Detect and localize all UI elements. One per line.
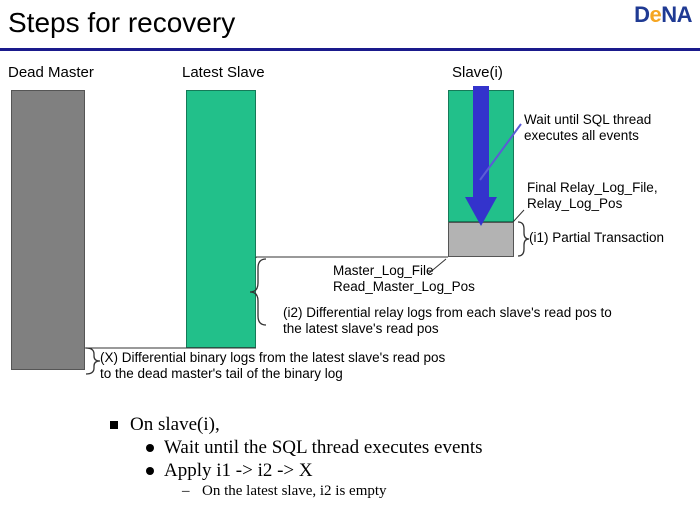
bullet-apply-order: Apply i1 -> i2 -> X <box>144 459 483 482</box>
bar-latest-slave <box>186 90 256 348</box>
page-title: Steps for recovery <box>8 7 236 38</box>
brace-partial-transaction <box>517 221 530 257</box>
annotation-x-line1: (X) Differential binary logs from the la… <box>100 350 446 365</box>
column-caption-dead-master: Dead Master <box>8 64 94 81</box>
title-divider <box>0 48 700 51</box>
annotation-wait-sql-line1: Wait until SQL thread <box>524 112 652 127</box>
column-caption-latest-slave: Latest Slave <box>182 64 265 81</box>
leader-final-relay <box>512 209 525 223</box>
dena-logo: DeNA <box>634 2 692 28</box>
brace-x <box>85 347 101 375</box>
logo-part-d: D <box>634 2 650 27</box>
annotation-master-log-line2: Read_Master_Log_Pos <box>333 279 475 294</box>
annotation-wait-sql-line2: executes all events <box>524 128 639 143</box>
bullet-latest-slave-note: On the latest slave, i2 is empty <box>182 482 483 501</box>
bullet-on-slave-i: On slave(i), <box>108 413 483 436</box>
bullet-list: On slave(i), Wait until the SQL thread e… <box>108 413 483 501</box>
annotation-x: (X) Differential binary logs from the la… <box>100 350 445 382</box>
bar-dead-master <box>11 90 85 370</box>
annotation-partial-transaction: (i1) Partial Transaction <box>529 230 665 245</box>
annotation-i2-line2: the latest slave's read pos <box>283 321 439 336</box>
annotation-final-relay-line2: Relay_Log_Pos <box>527 196 623 211</box>
annotation-i2: (i2) Differential relay logs from each s… <box>283 305 612 337</box>
annotation-master-log-line1: Master_Log_File <box>333 263 434 278</box>
annotation-final-relay-line1: Final Relay_Log_File, <box>527 180 658 195</box>
annotation-master-log: Master_Log_File Read_Master_Log_Pos <box>333 263 475 295</box>
column-caption-slave-i: Slave(i) <box>452 64 503 81</box>
annotation-final-relay: Final Relay_Log_File, Relay_Log_Pos <box>527 180 658 212</box>
bar-slave-i-applied <box>448 90 514 222</box>
annotation-x-line2: to the dead master's tail of the binary … <box>100 366 343 381</box>
bullet-wait-sql-thread: Wait until the SQL thread executes event… <box>144 436 483 459</box>
annotation-wait-sql: Wait until SQL thread executes all event… <box>524 112 651 144</box>
annotation-i2-line1: (i2) Differential relay logs from each s… <box>283 305 612 320</box>
logo-part-e: e <box>649 2 662 27</box>
logo-part-na: NA <box>661 2 692 27</box>
bar-slave-i-partial-transaction <box>448 222 514 257</box>
